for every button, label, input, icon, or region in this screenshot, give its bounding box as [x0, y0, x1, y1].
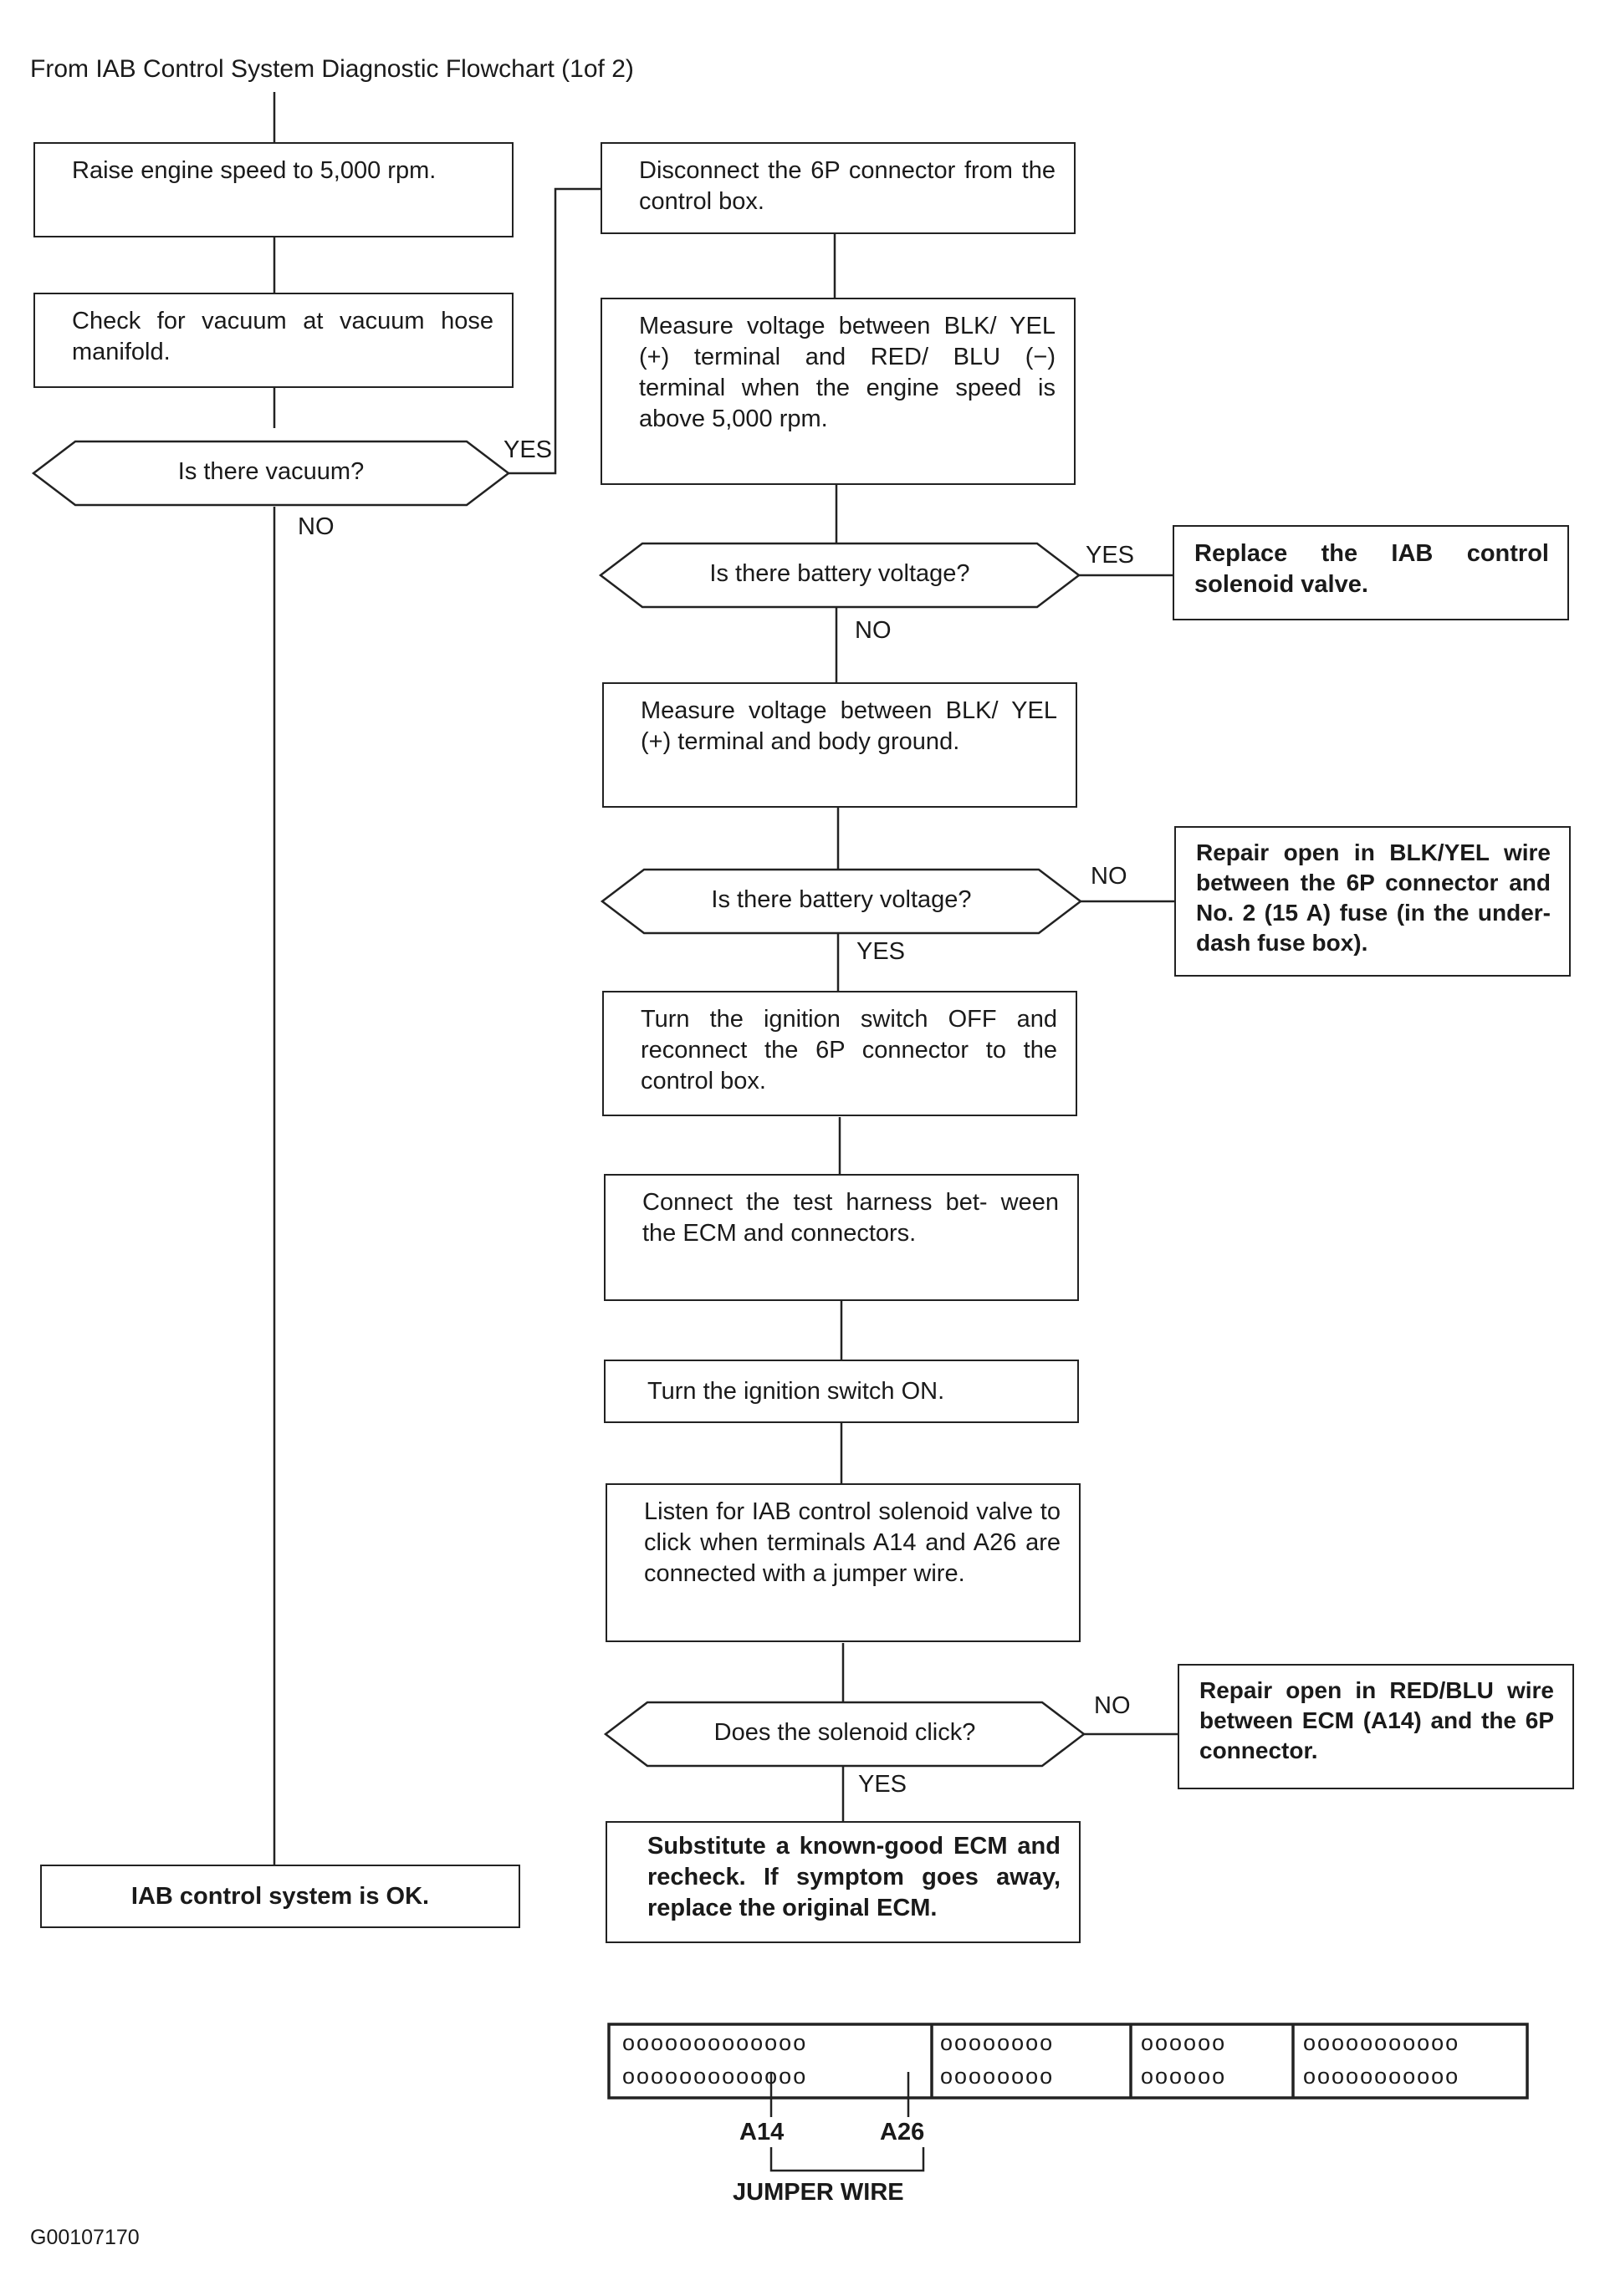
pin-label-a26: A26 — [880, 2119, 925, 2145]
connector-row1-block1: ooooooooooooo — [622, 2030, 808, 2055]
decision-battery-1-label: Is there battery voltage? — [709, 560, 970, 587]
result-replace-valve: Replace the IAB control solenoid valve. — [1173, 525, 1569, 620]
label-solenoid-no: NO — [1094, 1692, 1131, 1719]
result-repair-red-blu: Repair open in RED/BLU wire between ECM … — [1178, 1664, 1574, 1789]
step-raise-speed: Raise engine speed to 5,000 rpm. — [33, 142, 514, 237]
result-substitute-ecm: Substitute a known-good ECM and recheck.… — [606, 1821, 1081, 1943]
step-listen-click: Listen for IAB control solenoid valve to… — [606, 1483, 1081, 1642]
decision-vacuum-label: Is there vacuum? — [177, 458, 365, 485]
connector-row1-block2: oooooooo — [940, 2030, 1055, 2055]
step-reconnect-6p: Turn the ignition switch OFF and reconne… — [602, 991, 1077, 1116]
label-vacuum-yes: YES — [504, 436, 553, 463]
decision-battery-2-shape — [600, 868, 1083, 935]
decision-vacuum-shape — [31, 440, 511, 507]
connector-row2-block2: oooooooo — [940, 2064, 1055, 2089]
label-battery-2-yes: YES — [856, 938, 906, 965]
decision-battery-2-label: Is there battery voltage? — [711, 886, 972, 913]
jumper-wire-label: JUMPER WIRE — [733, 2179, 904, 2206]
ecm-connector-outline — [607, 2023, 1529, 2100]
connector-row2-block1: ooooooooooooo — [622, 2064, 808, 2089]
decision-solenoid-label: Does the solenoid click? — [713, 1719, 976, 1746]
result-system-ok: IAB control system is OK. — [40, 1865, 520, 1928]
decision-solenoid-shape — [603, 1701, 1086, 1768]
step-connect-harness: Connect the test harness bet- ween the E… — [604, 1174, 1079, 1301]
connector-row2-block3: oooooo — [1141, 2064, 1227, 2089]
jumper-wire-line — [769, 2147, 925, 2172]
decision-battery-1-shape — [598, 542, 1081, 609]
step-disconnect-6p: Disconnect the 6P connector from the con… — [601, 142, 1076, 234]
figure-code: G00107170 — [30, 2226, 140, 2249]
label-battery-1-no: NO — [855, 617, 892, 644]
step-check-vacuum: Check for vacuum at vacuum hose manifold… — [33, 293, 514, 388]
result-repair-blk-yel: Repair open in BLK/YEL wire between the … — [1174, 826, 1571, 977]
label-battery-2-no: NO — [1091, 863, 1127, 890]
connector-line — [509, 187, 601, 475]
connector-row1-block3: oooooo — [1141, 2030, 1227, 2055]
page-title: From IAB Control System Diagnostic Flowc… — [30, 55, 634, 83]
connector-row1-block4: ooooooooooo — [1303, 2030, 1460, 2055]
label-vacuum-no: NO — [298, 513, 335, 540]
step-measure-blk-red: Measure voltage between BLK/ YEL (+) ter… — [601, 298, 1076, 485]
label-solenoid-yes: YES — [858, 1771, 907, 1798]
pin-label-a14: A14 — [739, 2119, 785, 2145]
step-measure-blk-ground: Measure voltage between BLK/ YEL (+) ter… — [602, 682, 1077, 808]
step-ignition-on: Turn the ignition switch ON. — [604, 1360, 1079, 1423]
label-battery-1-yes: YES — [1086, 542, 1135, 569]
connector-row2-block4: ooooooooooo — [1303, 2064, 1460, 2089]
